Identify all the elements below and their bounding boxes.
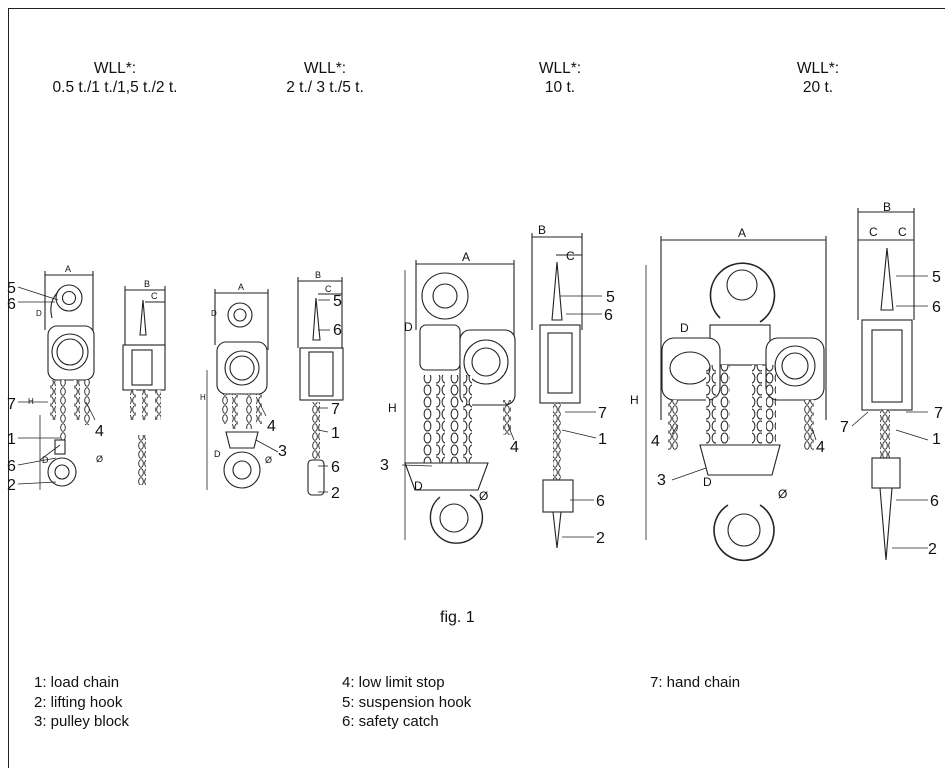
wll-header-2: WLL*: 2 t./ 3 t./5 t. [286, 60, 364, 96]
dim-c-3: C [566, 249, 575, 263]
callout-6-c: 6 [333, 322, 342, 339]
callout-1-d: 1 [932, 431, 941, 448]
figure-frame [8, 8, 945, 768]
legend-item-4: 4: low limit stop [342, 674, 445, 691]
callout-6-g: 6 [932, 299, 941, 316]
dim-b-3: B [538, 223, 546, 237]
legend-column-2: 4: low limit stop 5: suspension hook 6: … [342, 673, 471, 732]
callout-2-c: 2 [596, 530, 605, 547]
dim-d-3: D [404, 320, 413, 334]
callout-6-f: 6 [596, 493, 605, 510]
callout-7-e: 7 [934, 405, 943, 422]
callout-7-c: 7 [598, 405, 607, 422]
callout-6-h: 6 [930, 493, 939, 510]
callout-6-a: 6 [7, 296, 16, 313]
callout-5-b: 5 [333, 293, 342, 310]
hoist-1-side [122, 286, 166, 485]
legend-item-1: 1: load chain [34, 674, 120, 691]
dim-dia-2: Ø [265, 455, 272, 465]
dim-c-2: C [325, 284, 332, 294]
callout-4-c: 4 [510, 439, 519, 456]
dim-a-1: A [65, 264, 71, 274]
callout-2-d: 2 [928, 541, 937, 558]
dim-d-2: D [211, 309, 217, 318]
legend-item-7: 7: hand chain [650, 674, 741, 691]
figure-caption: fig. 1 [440, 609, 475, 626]
legend-column-1: 1: load chain 2: lifting hook 3: pulley … [34, 673, 129, 732]
hoist-2-front [206, 289, 269, 490]
callout-3-b: 3 [278, 443, 287, 460]
callout-7-d: 7 [840, 419, 849, 436]
dim-h-2: H [200, 393, 206, 402]
callout-1-a: 1 [7, 431, 16, 448]
callout-6-d: 6 [331, 459, 340, 476]
callout-4-a: 4 [95, 423, 104, 440]
callout-4-d: 4 [651, 433, 660, 450]
dim-b-1: B [144, 279, 150, 289]
legend-item-6: 6: safety catch [342, 713, 439, 730]
legend-item-2: 2: lifting hook [34, 693, 123, 711]
dim-c-4a: C [869, 225, 878, 239]
callout-5-a: 5 [7, 280, 16, 297]
dim-d-3b: D [414, 479, 423, 493]
legend-item-5: 5: suspension hook [342, 693, 472, 711]
dim-d-4b: D [703, 475, 712, 489]
dim-d-1: D [36, 309, 42, 318]
callout-4-e: 4 [816, 439, 825, 456]
callout-7-b: 7 [331, 401, 340, 418]
hoist-4-side [857, 208, 915, 561]
callout-7-a: 7 [7, 396, 16, 413]
dim-dia-4: Ø [778, 487, 787, 501]
dim-b-2: B [315, 270, 321, 280]
legend-item-3: 3: pulley block [34, 713, 130, 730]
wll-header-1: WLL*: 0.5 t./1 t./1,5 t./2 t. [52, 60, 178, 96]
wll-header-4: WLL*: 20 t. [796, 60, 840, 96]
callout-5-c: 5 [606, 289, 615, 306]
callout-1-c: 1 [598, 431, 607, 448]
dim-h-1: H [28, 397, 34, 406]
legend-column-3: 7: hand chain [650, 673, 740, 693]
hoist-3-side [531, 233, 583, 549]
callout-5-d: 5 [932, 269, 941, 286]
hoist-4-front [645, 236, 827, 562]
callout-6-b: 6 [7, 458, 16, 475]
dim-dia-3: Ø [479, 489, 488, 503]
dim-d-4: D [680, 321, 689, 335]
dim-c-1: C [151, 291, 158, 301]
callout-4-b: 4 [267, 418, 276, 435]
dim-d-2b: D [214, 449, 221, 459]
dim-a-4: A [738, 226, 746, 240]
hoist-3-front [404, 260, 516, 544]
callout-3-d: 3 [657, 472, 666, 489]
callout-6-e: 6 [604, 307, 613, 324]
callout-2-a: 2 [7, 477, 16, 494]
callout-1-b: 1 [331, 425, 340, 442]
dim-a-2: A [238, 282, 244, 292]
dim-dia-1: Ø [96, 454, 103, 464]
hoist-1-front [39, 271, 95, 490]
dim-b-4: B [883, 200, 891, 214]
dim-a-3: A [462, 250, 470, 264]
callout-3-c: 3 [380, 457, 389, 474]
callout-2-b: 2 [331, 485, 340, 502]
dim-c-4b: C [898, 225, 907, 239]
dim-h-4: H [630, 393, 639, 407]
wll-header-3: WLL*: 10 t. [538, 60, 582, 96]
dim-h-3: H [388, 401, 397, 415]
callout-leaders [17, 275, 929, 549]
hoist-2-side [297, 277, 344, 496]
